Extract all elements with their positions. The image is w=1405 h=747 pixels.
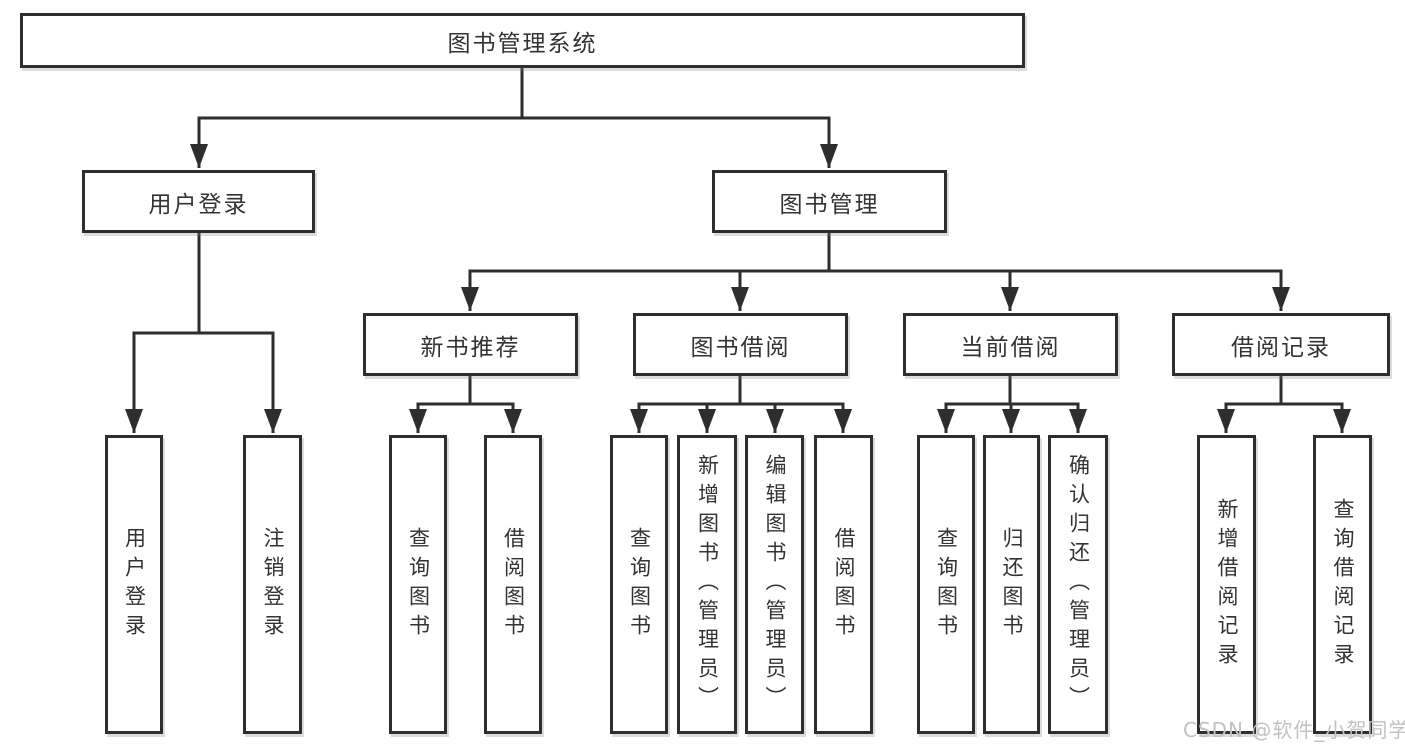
node-current-borrowing: 当前借阅 (903, 313, 1118, 376)
node-user-login: 用户登录 (82, 170, 315, 233)
leaf-add-books-admin: 新增图书（管理员） (677, 435, 737, 734)
node-label: 借阅图书 (501, 526, 526, 643)
node-label: 用户登录 (148, 191, 249, 218)
node-label: 借阅记录 (1231, 334, 1331, 361)
leaf-user-login: 用户登录 (105, 435, 163, 734)
node-label: 查询图书 (627, 526, 652, 643)
node-label: 图书管理 (779, 191, 880, 218)
leaf-borrow-books-borrowing: 借阅图书 (814, 435, 873, 734)
csdn-watermark: CSDN @软件_小贺同学 (1183, 718, 1405, 742)
leaf-query-borrow-record: 查询借阅记录 (1313, 435, 1372, 734)
leaf-edit-books-admin: 编辑图书（管理员） (745, 435, 804, 734)
node-label: 当前借阅 (960, 334, 1061, 361)
leaf-query-books-current: 查询图书 (917, 435, 975, 734)
node-label: 图书借阅 (690, 334, 791, 361)
node-new-book-recommend: 新书推荐 (363, 313, 578, 376)
node-label: 借阅图书 (832, 526, 856, 643)
node-label: 新增图书（管理员） (695, 454, 720, 715)
node-label: 查询图书 (406, 526, 431, 643)
leaf-query-books-borrowing: 查询图书 (610, 435, 668, 734)
leaf-query-books-recommend: 查询图书 (389, 435, 447, 734)
node-label: 编辑图书（管理员） (763, 454, 787, 715)
node-label: 图书管理系统 (447, 30, 598, 57)
node-system-root: 图书管理系统 (20, 13, 1025, 68)
leaf-add-borrow-record: 新增借阅记录 (1197, 435, 1256, 734)
leaf-borrow-books-recommend: 借阅图书 (484, 435, 542, 734)
node-label: 归还图书 (1000, 526, 1024, 643)
node-book-management: 图书管理 (712, 170, 947, 233)
node-book-borrowing: 图书借阅 (633, 313, 848, 376)
node-label: 用户登录 (122, 526, 147, 643)
node-label: 查询借阅记录 (1331, 497, 1355, 672)
node-borrowing-records: 借阅记录 (1172, 313, 1390, 376)
node-label: 查询图书 (934, 526, 959, 643)
leaf-logout: 注销登录 (243, 435, 302, 734)
node-label: 新书推荐 (420, 334, 521, 361)
node-label: 确认归还（管理员） (1066, 454, 1091, 715)
leaf-confirm-return-admin: 确认归还（管理员） (1048, 435, 1108, 734)
leaf-return-books: 归还图书 (983, 435, 1040, 734)
node-label: 注销登录 (261, 526, 285, 643)
node-label: 新增借阅记录 (1215, 497, 1239, 672)
